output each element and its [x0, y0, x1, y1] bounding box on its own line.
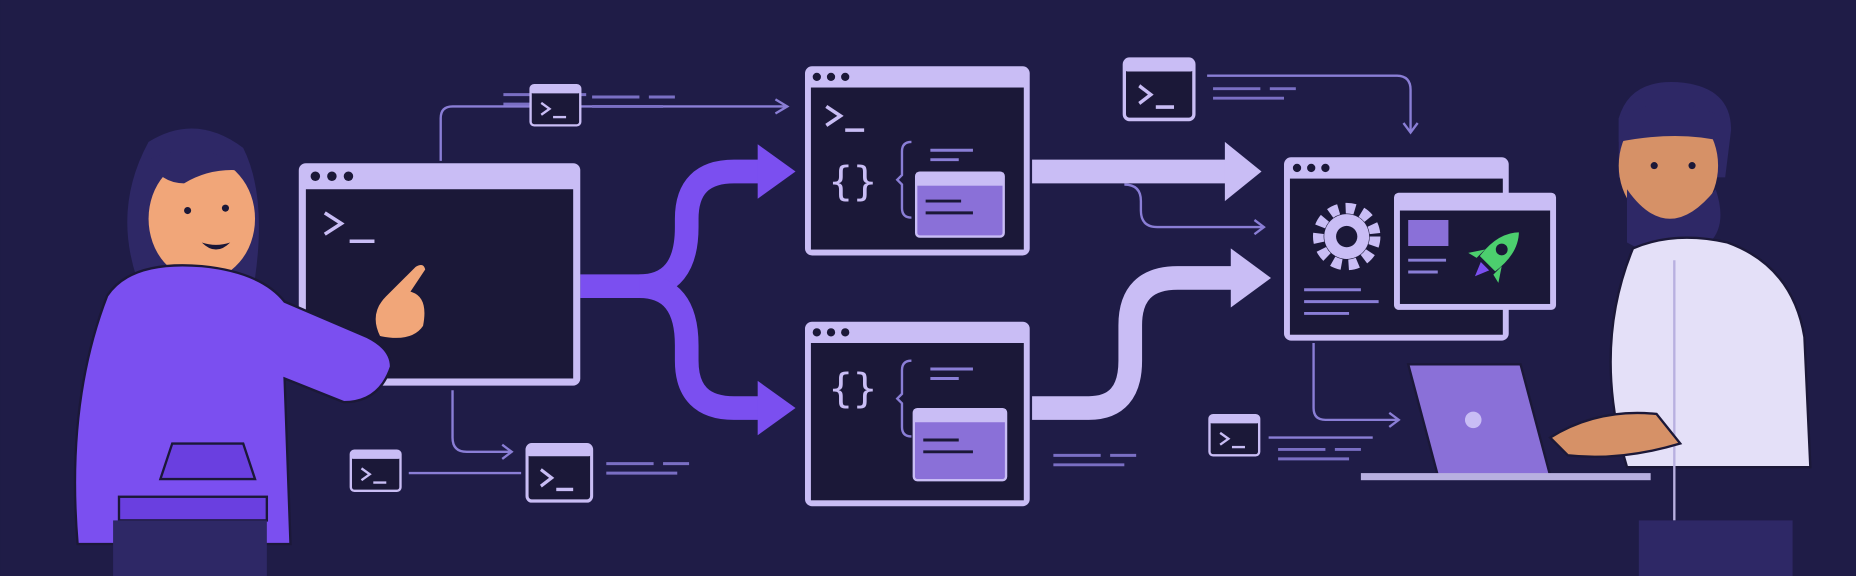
deploy-window [1284, 157, 1557, 341]
terminal-icon [349, 449, 402, 493]
arrow-right-icon [757, 144, 796, 199]
laptop-icon [1360, 363, 1651, 481]
terminal-icon [525, 443, 594, 503]
code-braces-icon: {} [829, 159, 877, 205]
developer-man-typing [1548, 82, 1812, 576]
terminal-icon [1208, 413, 1261, 457]
rocket-icon [1468, 229, 1522, 283]
code-window-bottom: {} [804, 321, 1030, 507]
arrow-right-icon [757, 380, 796, 436]
arrow-right-icon [1224, 141, 1262, 202]
branch-arrow [580, 159, 764, 420]
terminal-prompt-icon [323, 211, 345, 236]
main-terminal-window [298, 163, 581, 386]
terminal-icon [1122, 57, 1196, 122]
code-window-top: {} [804, 66, 1030, 256]
gear-icon [1312, 202, 1381, 271]
developer-woman-pointing [73, 128, 428, 576]
code-braces-icon: {} [829, 366, 877, 412]
arrow-right-icon [1230, 248, 1271, 308]
connector-lines [408, 74, 1419, 475]
merge-arrows [1032, 159, 1237, 420]
terminal-icon [529, 83, 582, 127]
